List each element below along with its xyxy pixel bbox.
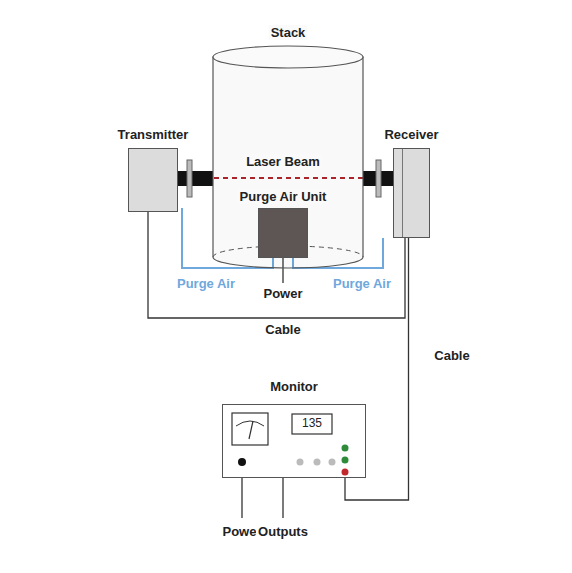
node-heading: Monitor [270, 379, 318, 394]
node-heading: Purge Air Unit [238, 189, 329, 204]
button [329, 459, 336, 466]
receiver-box: Receiver [393, 148, 430, 238]
power-knob [238, 458, 246, 466]
button [297, 459, 304, 466]
transmitter-pipe [178, 171, 213, 186]
monitor-box: Monitor [222, 404, 366, 478]
indicator-green [342, 445, 349, 452]
digital-display [292, 414, 332, 434]
edge-label: Purge Air [175, 276, 237, 291]
edge-label: Purge Air [331, 276, 393, 291]
node-heading: Stack [269, 25, 308, 40]
button [314, 459, 321, 466]
edge-label: Cable [432, 348, 471, 363]
purge-air-unit: Purge Air Unit [258, 208, 308, 258]
power-label: Power [261, 286, 304, 301]
gauge-scale [236, 421, 264, 426]
transmitter-flange [187, 160, 192, 197]
monitor-panel [222, 404, 366, 478]
edge-label: Laser Beam [244, 154, 322, 169]
indicator-red [342, 469, 349, 476]
gauge-needle [249, 421, 253, 439]
gauge [232, 413, 268, 445]
receiver-face [402, 149, 403, 237]
stack-top [213, 46, 363, 68]
edge-label: Cable [263, 322, 302, 337]
stack-body [213, 57, 363, 268]
outputs-label: Outputs [256, 524, 310, 539]
indicator-green [342, 457, 349, 464]
transmitter-box: Transmitter [128, 148, 178, 212]
receiver-flange [376, 160, 381, 197]
node-heading: Transmitter [118, 127, 189, 142]
node-heading: Receiver [384, 127, 438, 142]
display-value: 135 [300, 416, 324, 430]
output-lead [282, 478, 283, 518]
